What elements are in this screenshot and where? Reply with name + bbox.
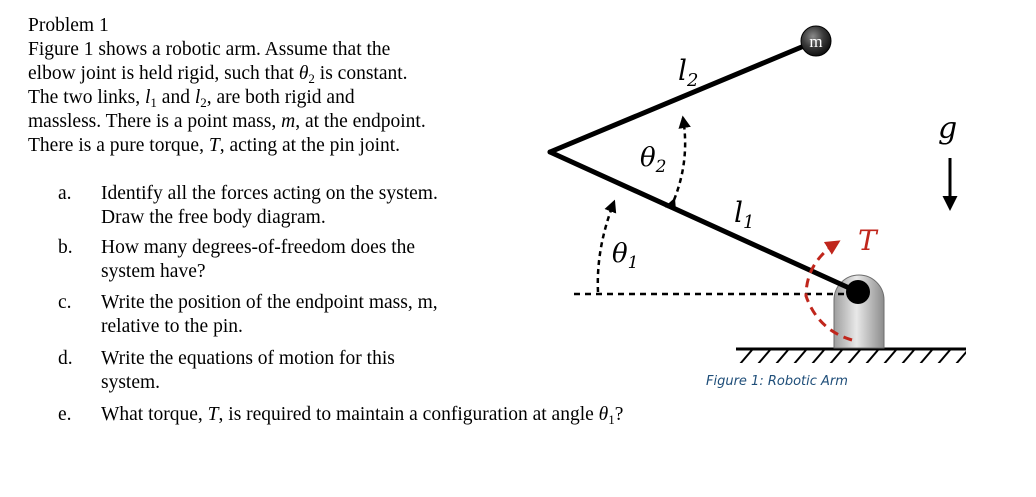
gravity-label: g xyxy=(938,111,957,146)
l2-label: l2 xyxy=(678,54,698,91)
torque-arrow xyxy=(804,240,853,342)
intro-line-4: massless. There is a point mass, m, at t… xyxy=(28,111,426,132)
question-label: e. xyxy=(58,404,72,425)
theta1-arc xyxy=(596,199,617,293)
theta1-label: θ1 xyxy=(612,239,638,273)
theta2-arc xyxy=(664,115,691,212)
question-line: Write the position of the endpoint mass,… xyxy=(101,292,438,313)
link-l2 xyxy=(547,38,819,155)
torque-label: T xyxy=(858,224,879,257)
link-l1 xyxy=(547,149,861,295)
intro-line-2: elbow joint is held rigid, such that θ2 … xyxy=(28,63,408,86)
question-line: What torque, T, is required to maintain … xyxy=(101,404,624,427)
robotic-arm-figure: m l2 θ2 l1 θ1 T g Figure 1: Robotic Arm xyxy=(547,25,966,389)
question-line: How many degrees-of-freedom does the xyxy=(101,237,416,258)
question-label: a. xyxy=(58,183,72,204)
question-label: d. xyxy=(58,348,73,369)
question-line: Draw the free body diagram. xyxy=(101,207,326,228)
question-line: system have? xyxy=(101,261,206,282)
intro-line-3: The two links, l1 and l2, are both rigid… xyxy=(28,87,355,110)
mass-label: m xyxy=(809,32,822,51)
question-line: relative to the pin. xyxy=(101,316,243,337)
intro-line-1: Figure 1 shows a robotic arm. Assume tha… xyxy=(28,39,391,60)
question-label: b. xyxy=(58,237,73,258)
question-line: Identify all the forces acting on the sy… xyxy=(101,183,438,204)
problem-title: Problem 1 xyxy=(28,15,109,36)
question-line: Write the equations of motion for this xyxy=(101,348,395,369)
figure-caption: Figure 1: Robotic Arm xyxy=(706,374,848,389)
question-line: system. xyxy=(101,372,161,393)
problem-intro: Figure 1 shows a robotic arm. Assume tha… xyxy=(28,38,426,158)
question-label: c. xyxy=(58,292,72,313)
endpoint-mass: m xyxy=(800,25,832,57)
theta2-label: θ2 xyxy=(640,143,666,177)
ground-support xyxy=(736,347,966,363)
intro-line-5: There is a pure torque, T, acting at the… xyxy=(28,135,401,156)
l1-label: l1 xyxy=(734,196,754,233)
